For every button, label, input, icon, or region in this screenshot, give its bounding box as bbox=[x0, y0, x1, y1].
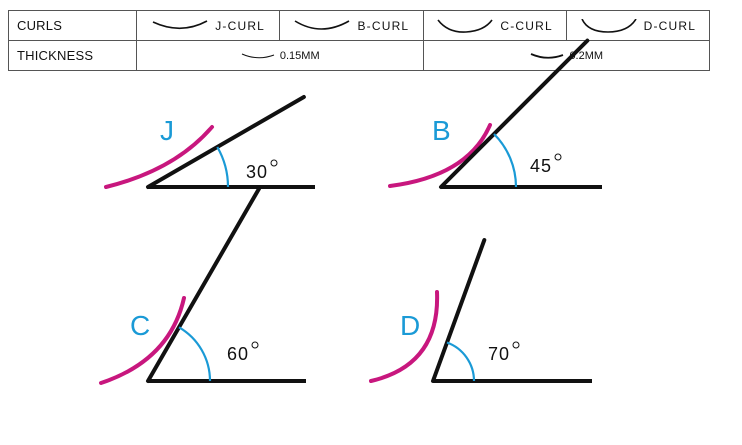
degree-symbol bbox=[512, 341, 520, 349]
diagram-j-curl: J 30 bbox=[104, 95, 315, 189]
lash-curve bbox=[104, 125, 214, 189]
angle-ray bbox=[439, 38, 590, 189]
lash-curve bbox=[388, 123, 492, 188]
angle-arc bbox=[216, 146, 230, 188]
curl-cell-d: D-CURL bbox=[565, 10, 711, 41]
b-curl-icon bbox=[295, 19, 350, 30]
angle-arc bbox=[178, 326, 212, 382]
curl-cell-c: C-CURL bbox=[422, 10, 567, 41]
lash-curve bbox=[99, 296, 186, 385]
diagram-b-curl: B 45 bbox=[388, 38, 602, 189]
degree-symbol bbox=[554, 153, 562, 161]
angle-ray bbox=[431, 238, 487, 383]
curl-letter-j: J bbox=[160, 115, 174, 146]
thickness-row-header: THICKNESS bbox=[8, 40, 137, 71]
thickness-cell-thin: 0.15MM bbox=[136, 40, 424, 71]
degree-symbol bbox=[270, 159, 278, 167]
angle-arc bbox=[493, 133, 518, 188]
curl-cell-j: J-CURL bbox=[135, 10, 281, 41]
thickness-label-thin: 0.15MM bbox=[279, 49, 320, 62]
curl-letter-b: B bbox=[432, 115, 451, 146]
lash-curve bbox=[369, 290, 440, 383]
curl-label-j: J-CURL bbox=[215, 18, 266, 33]
diagram-c-curl: C 60 bbox=[99, 186, 306, 385]
curl-label-c: C-CURL bbox=[500, 18, 553, 33]
thick-lash-icon bbox=[531, 52, 564, 59]
thickness-cell-thick: 0.2MM bbox=[422, 40, 710, 71]
c-curl-icon bbox=[437, 19, 493, 33]
curls-row-header: CURLS bbox=[8, 10, 137, 41]
angle-label: 70 bbox=[488, 344, 510, 364]
j-curl-icon bbox=[152, 19, 208, 29]
thin-lash-icon bbox=[241, 53, 275, 58]
angle-ray bbox=[146, 95, 306, 189]
angle-label: 60 bbox=[227, 344, 249, 364]
angle-arc bbox=[446, 341, 476, 382]
curl-letter-c: C bbox=[130, 310, 150, 341]
diagram-d-curl: D 70 bbox=[369, 238, 592, 383]
thickness-row: THICKNESS 0.15MM 0.2MM bbox=[8, 40, 710, 71]
degree-symbol bbox=[251, 341, 259, 349]
angle-label: 45 bbox=[530, 156, 552, 176]
curl-letter-d: D bbox=[400, 310, 420, 341]
specification-table: CURLS J-CURL B-CURL C-CURL bbox=[8, 10, 711, 71]
angle-label: 30 bbox=[246, 162, 268, 182]
angle-ray bbox=[146, 186, 261, 383]
curl-label-b: B-CURL bbox=[357, 18, 410, 33]
curl-label-d: D-CURL bbox=[643, 18, 697, 33]
d-curl-icon bbox=[580, 18, 637, 33]
